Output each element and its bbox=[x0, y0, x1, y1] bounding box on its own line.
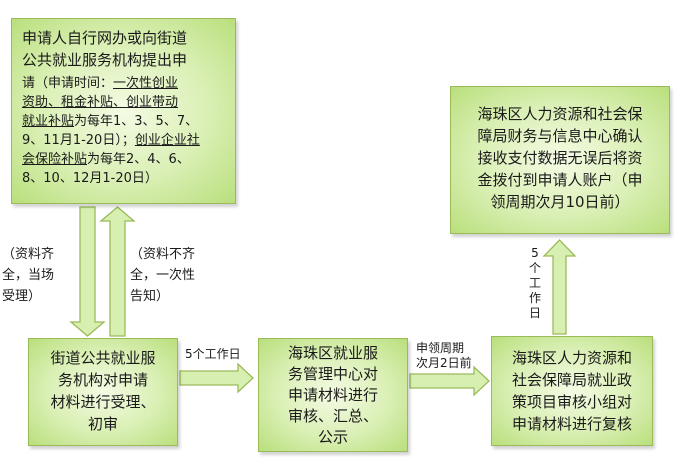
policy-review-box: 海珠区人力资源和 社会保障局就业政 策项目审核小组对 申请材料进行复核 bbox=[491, 336, 653, 446]
apply-line-3a: 请（申请时间： bbox=[22, 76, 114, 91]
arrow-center-to-review bbox=[409, 365, 490, 397]
apply-line-3b: 一次性创业 bbox=[113, 76, 179, 91]
label-cycle-line-2: 次月2日前 bbox=[416, 356, 472, 370]
street-line-2: 务机构对申请 bbox=[57, 371, 148, 389]
arrow-review-to-finance bbox=[542, 239, 577, 335]
finance-line-5: 领周期次月10日前） bbox=[490, 193, 630, 211]
arrow-street-to-apply bbox=[99, 206, 136, 337]
apply-line-5b: 为每年1、3、5、7、 bbox=[74, 114, 199, 129]
finance-payment-box: 海珠区人力资源和社会保 障局财务与信息中心确认 接收支付数据无误后将资 金拨付到… bbox=[450, 86, 670, 234]
label-cycle-line-1: 申领周期 bbox=[416, 341, 465, 355]
apply-line-7a: 会保险补贴 bbox=[22, 152, 88, 167]
note-complete-line-1: （资料齐 bbox=[2, 247, 55, 262]
review-line-3: 策项目审核小组对 bbox=[511, 393, 632, 411]
finance-line-4: 金拨付到申请人账户（申 bbox=[477, 171, 643, 189]
apply-line-7b: 为每年2、4、6、 bbox=[87, 152, 190, 167]
note-incomplete-line-3: 告知） bbox=[130, 289, 170, 304]
street-line-3: 材料进行受理、 bbox=[50, 393, 156, 411]
center-line-5: 公示 bbox=[317, 428, 348, 446]
street-line-4: 初审 bbox=[87, 415, 118, 433]
apply-line-6b: 创业企业社 bbox=[134, 133, 200, 148]
note-materials-incomplete: （资料不齐 全，一次性 告知） bbox=[130, 244, 195, 307]
label-claim-cycle: 申领周期 次月2日前 bbox=[416, 341, 472, 371]
note-incomplete-line-1: （资料不齐 bbox=[130, 247, 196, 262]
street-line-1: 街道公共就业服 bbox=[50, 349, 156, 367]
note-complete-line-3: 受理） bbox=[2, 289, 42, 304]
apply-line-5a: 就业补贴 bbox=[22, 114, 75, 129]
arrow-apply-to-street bbox=[69, 206, 106, 337]
apply-line-4: 资助、租金补贴、创业带动 bbox=[22, 95, 179, 110]
apply-step-box: 申请人自行网办或向街道 公共就业服务机构提出申 请（申请时间：一次性创业 资助、… bbox=[11, 18, 236, 204]
apply-line-1: 申请人自行网办或向街道 bbox=[22, 29, 188, 47]
finance-line-1: 海珠区人力资源和社会保 bbox=[477, 105, 643, 123]
street-review-box: 街道公共就业服 务机构对申请 材料进行受理、 初审 bbox=[28, 338, 178, 446]
review-line-4: 申请材料进行复核 bbox=[511, 415, 632, 433]
apply-line-8: 8、10、12月1-20日） bbox=[22, 171, 158, 186]
center-line-2: 务管理中心对 bbox=[287, 365, 378, 383]
center-line-1: 海珠区就业服 bbox=[287, 344, 378, 362]
apply-line-6: 9、11月1-20日）； bbox=[22, 133, 135, 148]
note-materials-complete: （资料齐 全，当场 受理） bbox=[2, 244, 54, 307]
finance-line-2: 障局财务与信息中心确认 bbox=[477, 127, 643, 145]
label-five-workdays: 5个工作日 bbox=[185, 347, 241, 361]
center-line-3: 申请材料进行 bbox=[287, 386, 378, 404]
apply-line-2: 公共就业服务机构提出申 bbox=[22, 51, 188, 69]
review-line-2: 社会保障局就业政 bbox=[511, 371, 632, 389]
review-line-1: 海珠区人力资源和 bbox=[511, 349, 632, 367]
note-incomplete-line-2: 全，一次性 bbox=[130, 268, 196, 283]
finance-line-3: 接收支付数据无误后将资 bbox=[477, 149, 643, 167]
note-complete-line-2: 全，当场 bbox=[2, 268, 55, 283]
center-line-4: 审核、汇总、 bbox=[287, 407, 378, 425]
arrow-street-to-center bbox=[179, 362, 254, 394]
center-audit-box: 海珠区就业服 务管理中心对 申请材料进行 审核、汇总、 公示 bbox=[258, 338, 408, 452]
label-five-workdays-vertical: 5 个 工 作 日 bbox=[528, 246, 541, 320]
